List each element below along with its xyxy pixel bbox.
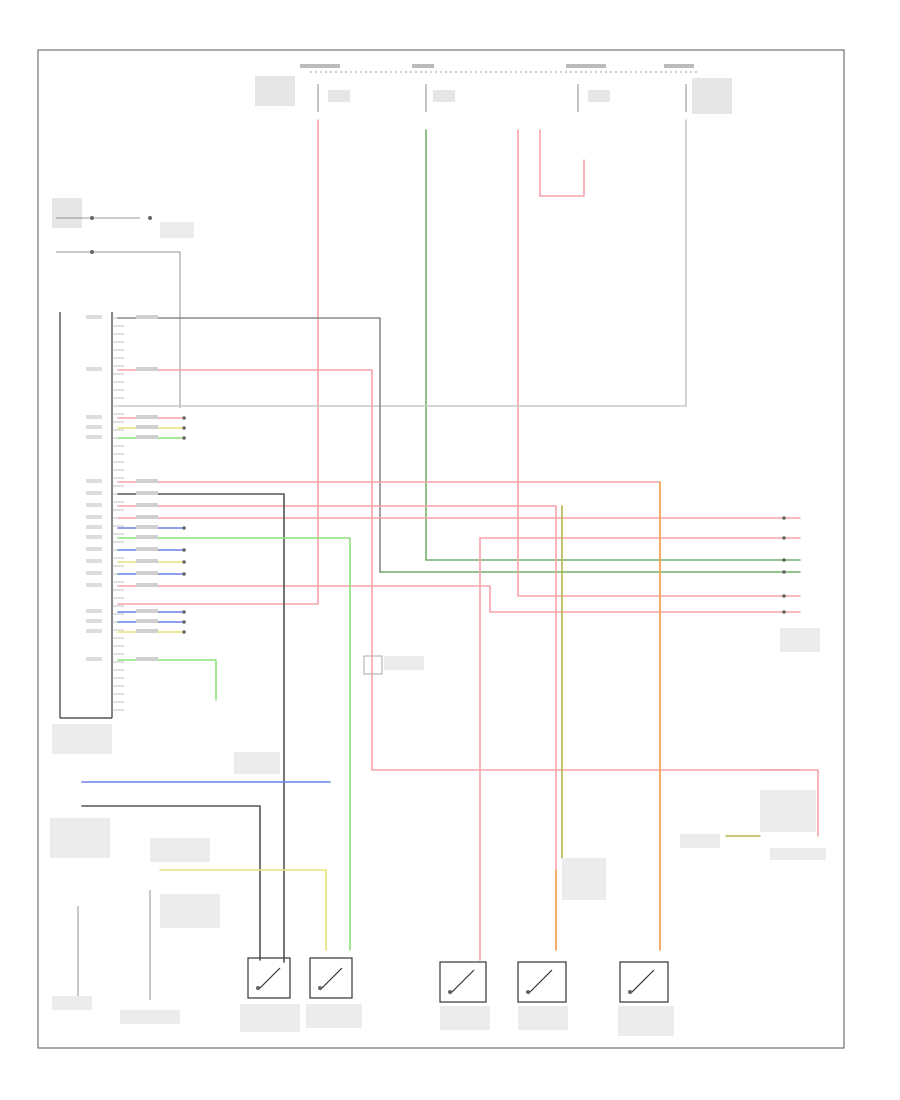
wire-color-label bbox=[136, 629, 158, 633]
wire-lightgreen-ground bbox=[117, 659, 217, 701]
wire-red-horizontal-2 bbox=[117, 505, 557, 951]
switches bbox=[240, 957, 674, 1036]
wire-color-label bbox=[136, 367, 158, 371]
pin-label bbox=[86, 657, 102, 661]
wire-color-label bbox=[136, 583, 158, 587]
pin-label bbox=[86, 315, 102, 319]
wire-color-label bbox=[136, 657, 158, 661]
wire-end-dots bbox=[182, 416, 186, 634]
left-upper-connector bbox=[52, 198, 194, 408]
wire-lightgreen-vertical bbox=[117, 537, 351, 951]
wire-green-vertical bbox=[425, 129, 801, 561]
wire-red-lower-loop bbox=[759, 769, 819, 837]
pin-label bbox=[86, 583, 102, 587]
pin-label bbox=[86, 609, 102, 613]
inline-connector bbox=[363, 655, 424, 675]
wire-color-label bbox=[136, 515, 158, 519]
control-module bbox=[52, 312, 113, 754]
module-label-blocks bbox=[86, 315, 158, 661]
wire-color-label bbox=[136, 435, 158, 439]
wire-color-label bbox=[136, 571, 158, 575]
switch-3 bbox=[439, 961, 490, 1030]
wire-color-label bbox=[136, 425, 158, 429]
wire-color-label bbox=[136, 609, 158, 613]
pin-label bbox=[86, 619, 102, 623]
right-connector bbox=[780, 516, 820, 652]
wire-color-label bbox=[136, 503, 158, 507]
wire-yellow-switch bbox=[159, 869, 327, 951]
wire-color-label bbox=[136, 415, 158, 419]
pin-label bbox=[86, 491, 102, 495]
wire-dark-lower bbox=[81, 805, 261, 961]
diagram-frame bbox=[37, 49, 845, 1049]
wire-red-right-vertical bbox=[517, 129, 801, 597]
pin-label bbox=[86, 415, 102, 419]
pin-label bbox=[86, 425, 102, 429]
fuse-ticks bbox=[317, 84, 687, 112]
top-fuse-labels bbox=[255, 64, 732, 114]
pin-label bbox=[86, 571, 102, 575]
wire-red-fuse-loop bbox=[539, 129, 585, 197]
lower-left-devices bbox=[50, 752, 606, 1024]
wire-red-upper-loop bbox=[117, 369, 801, 771]
switch-1 bbox=[240, 957, 300, 1032]
wire-gray-upper-loop bbox=[117, 317, 381, 573]
wire-color-label bbox=[136, 619, 158, 623]
pin-label bbox=[86, 535, 102, 539]
pin-label bbox=[86, 479, 102, 483]
wire-dark-vertical bbox=[117, 493, 285, 963]
switch-4 bbox=[517, 961, 568, 1030]
pin-label bbox=[86, 547, 102, 551]
wire-gray-right-vertical bbox=[117, 119, 687, 407]
wire-color-label bbox=[136, 315, 158, 319]
wires bbox=[81, 119, 819, 963]
pin-label bbox=[86, 503, 102, 507]
right-lower-module bbox=[680, 790, 826, 860]
pin-label bbox=[86, 515, 102, 519]
wire-color-label bbox=[136, 535, 158, 539]
wire-color-label bbox=[136, 559, 158, 563]
module-pins bbox=[112, 317, 124, 711]
wire-color-label bbox=[136, 491, 158, 495]
wire-color-label bbox=[136, 547, 158, 551]
pin-label bbox=[86, 435, 102, 439]
pin-label bbox=[86, 525, 102, 529]
wire-red-main-vertical bbox=[117, 119, 319, 605]
pin-label bbox=[86, 629, 102, 633]
switch-2 bbox=[306, 957, 362, 1028]
switch-5 bbox=[618, 961, 674, 1036]
wire-color-label bbox=[136, 525, 158, 529]
pin-label bbox=[86, 559, 102, 563]
wire-color-label bbox=[136, 479, 158, 483]
pin-label bbox=[86, 367, 102, 371]
wire-red-horizontal-5 bbox=[117, 585, 801, 613]
